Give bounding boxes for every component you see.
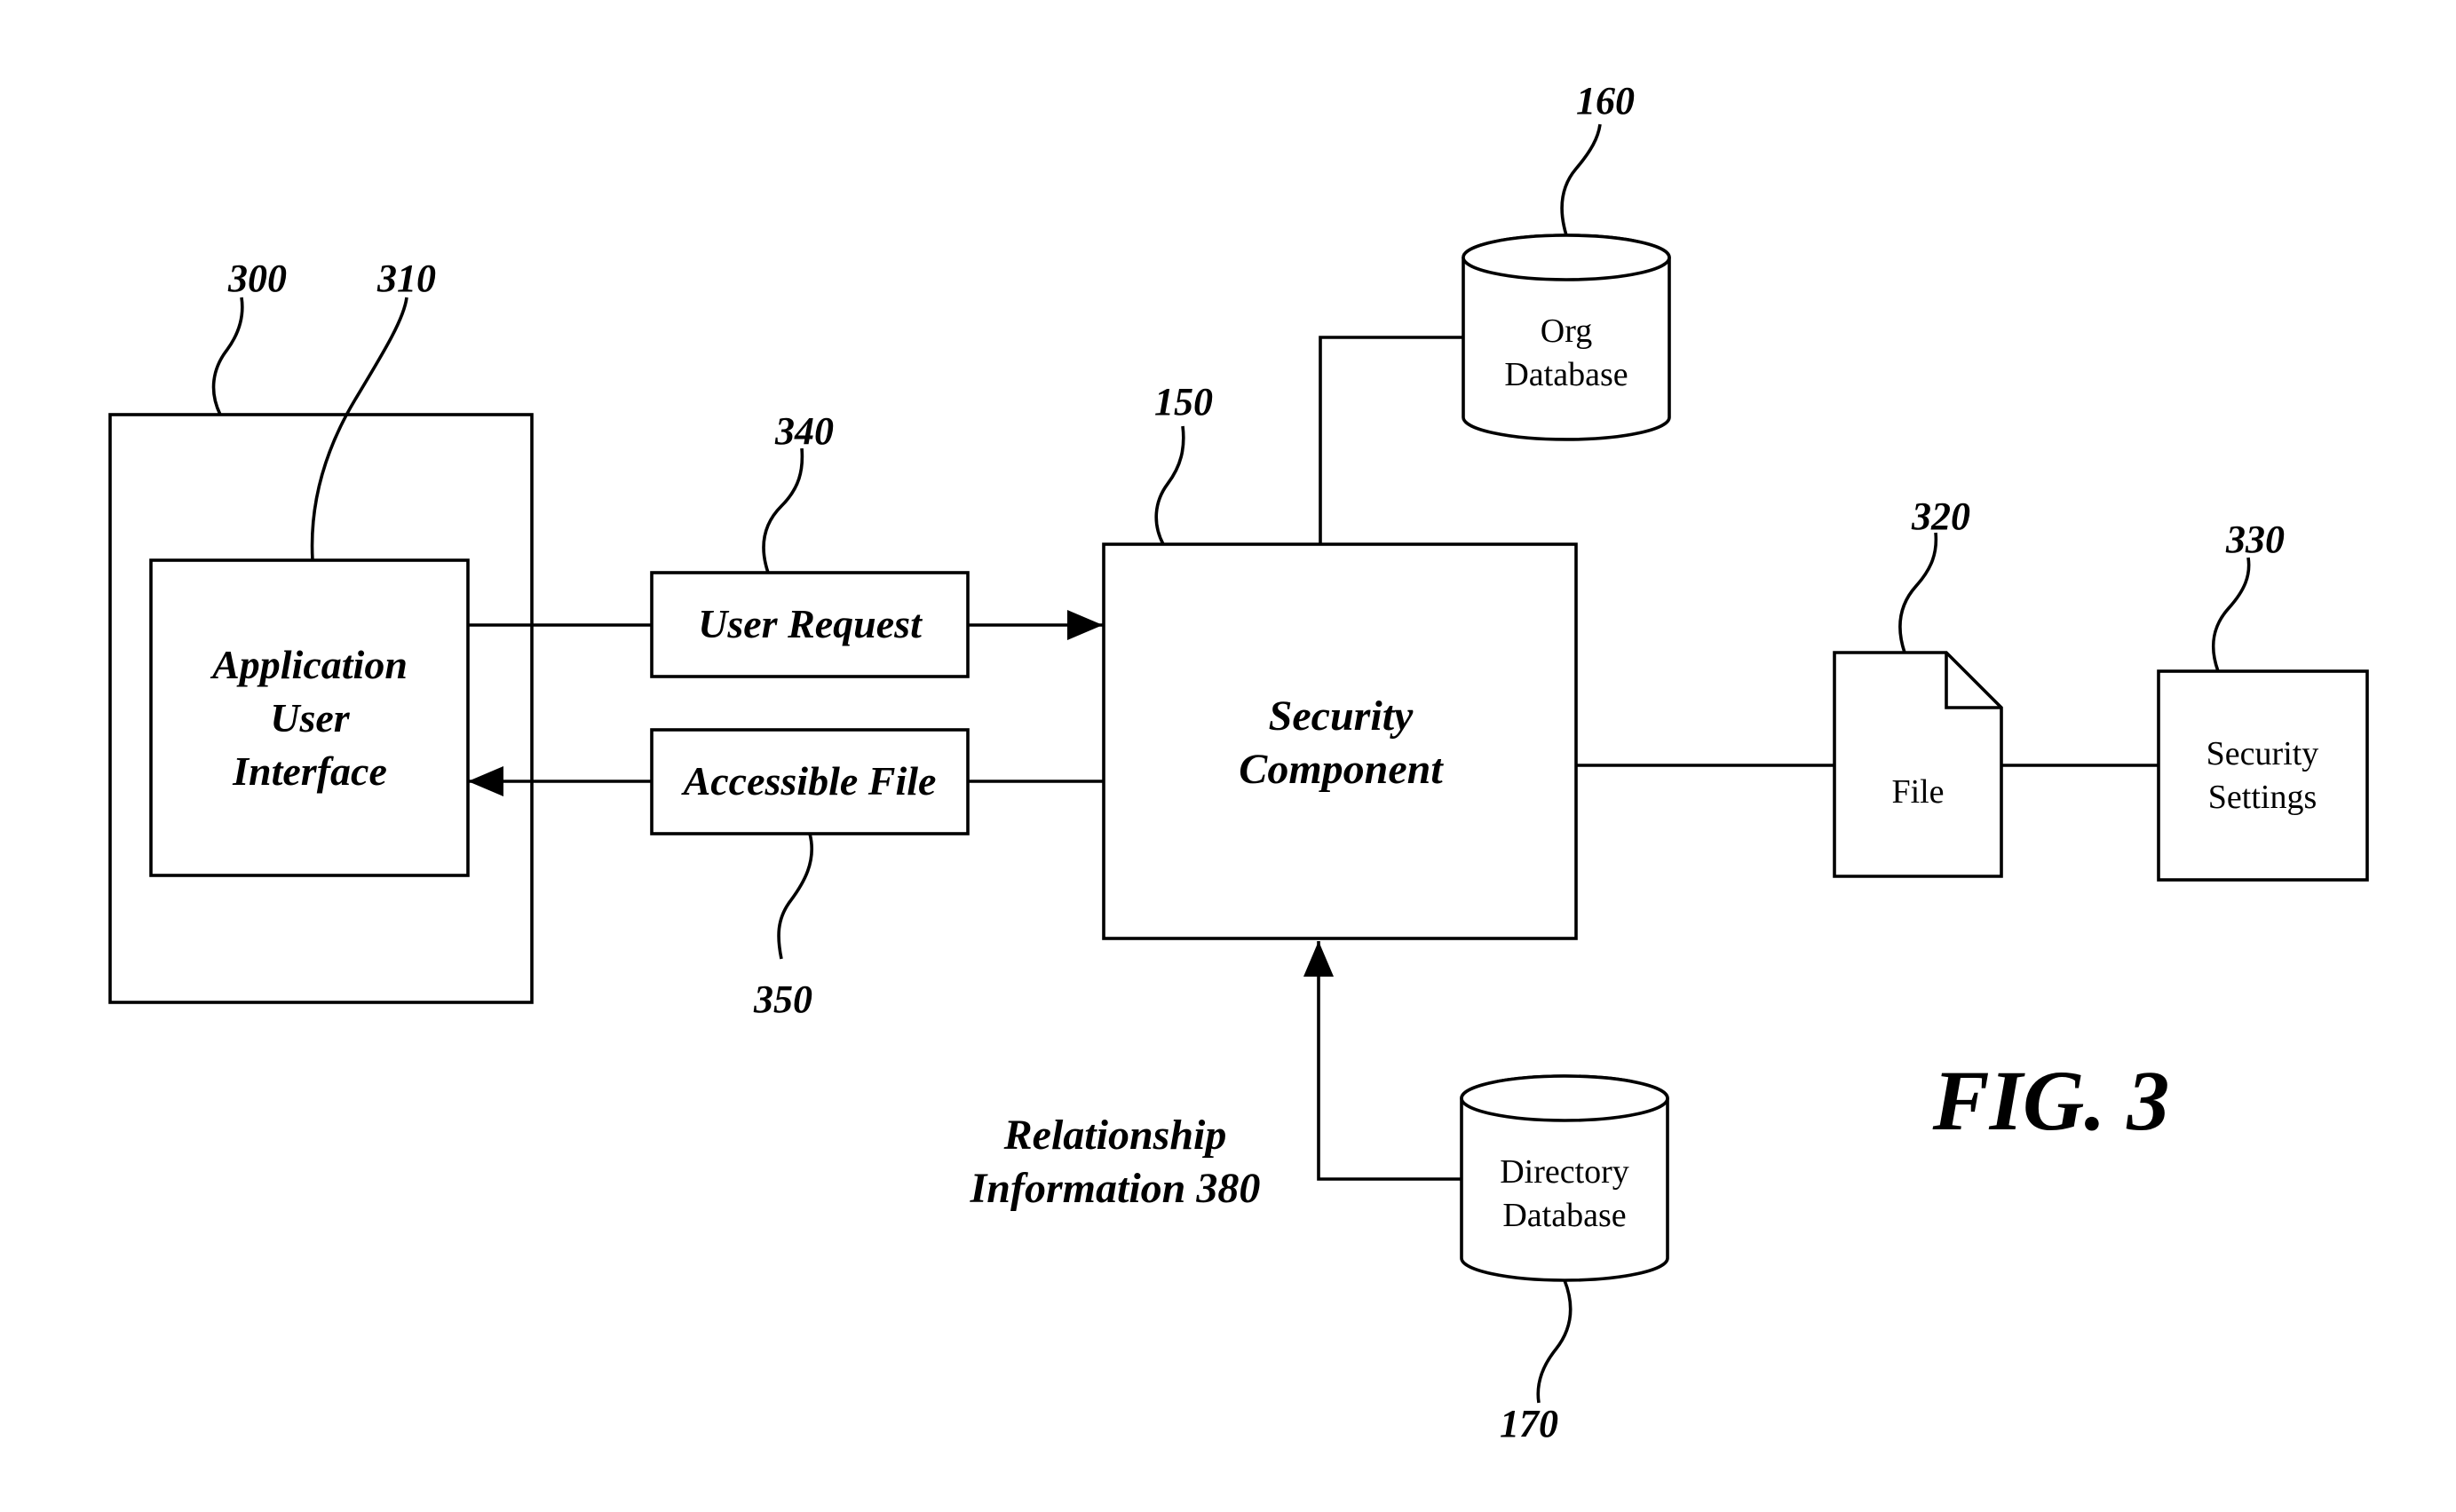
- ref-160: 160: [1576, 79, 1635, 123]
- security-component-150: Security Component 150: [1104, 380, 1576, 938]
- user-request-label: User Request: [698, 601, 923, 646]
- directory-database-line-2: Database: [1502, 1197, 1626, 1234]
- ref-310: 310: [376, 257, 436, 300]
- ref-330: 330: [2225, 518, 2285, 561]
- directory-database-top: [1462, 1076, 1668, 1120]
- leader-150: [1156, 426, 1184, 544]
- security-settings-line-1: Security: [2206, 735, 2319, 772]
- app-ui-line-3: Interface: [232, 748, 387, 794]
- org-database-line-1: Org: [1541, 313, 1592, 350]
- leader-350: [779, 834, 812, 959]
- relationship-info-line-2: Information 380: [970, 1165, 1261, 1212]
- leader-320: [1900, 533, 1936, 653]
- security-settings-box: [2159, 671, 2367, 880]
- directory-database-line-1: Directory: [1500, 1153, 1629, 1191]
- ref-340: 340: [774, 409, 834, 453]
- file-document-icon: [1834, 653, 2001, 876]
- security-settings-line-2: Settings: [2208, 779, 2317, 816]
- ref-150: 150: [1154, 380, 1213, 424]
- leader-330: [2214, 558, 2249, 671]
- security-component-line-1: Security: [1269, 693, 1414, 740]
- app-ui-310: Application User Interface 310: [151, 257, 468, 875]
- org-database-top: [1463, 235, 1669, 280]
- ref-170: 170: [1500, 1402, 1558, 1445]
- org-database-line-2: Database: [1504, 356, 1628, 393]
- directory-database-170: Directory Database 170 Relationship Info…: [970, 941, 1668, 1445]
- accessible-file-label: Accessible File: [681, 758, 937, 803]
- arrow-dirdb-to-security: [1319, 941, 1462, 1179]
- leader-300: [214, 297, 242, 415]
- leader-170: [1538, 1280, 1571, 1403]
- security-settings-330: Security Settings 330: [2001, 518, 2367, 880]
- file-label: File: [1891, 773, 1944, 811]
- accessible-file-350: Accessible File 350: [468, 730, 1104, 1021]
- app-ui-line-2: User: [270, 695, 351, 740]
- leader-160: [1562, 124, 1600, 235]
- security-component-box: [1104, 544, 1576, 938]
- ref-300: 300: [227, 257, 287, 300]
- relationship-info-line-1: Relationship: [1003, 1112, 1227, 1159]
- leader-340: [764, 448, 802, 573]
- file-320: File 320: [1576, 495, 2001, 876]
- security-component-line-2: Component: [1239, 746, 1444, 793]
- ref-320: 320: [1911, 495, 1970, 538]
- user-request-340: User Request 340: [468, 409, 1103, 677]
- figure-title: FIG. 3: [1932, 1053, 2170, 1148]
- org-database-160: Org Database 160: [1320, 79, 1669, 544]
- app-ui-line-1: Application: [210, 642, 408, 687]
- ref-350: 350: [753, 978, 812, 1021]
- edge-security-to-orgdb: [1320, 337, 1463, 544]
